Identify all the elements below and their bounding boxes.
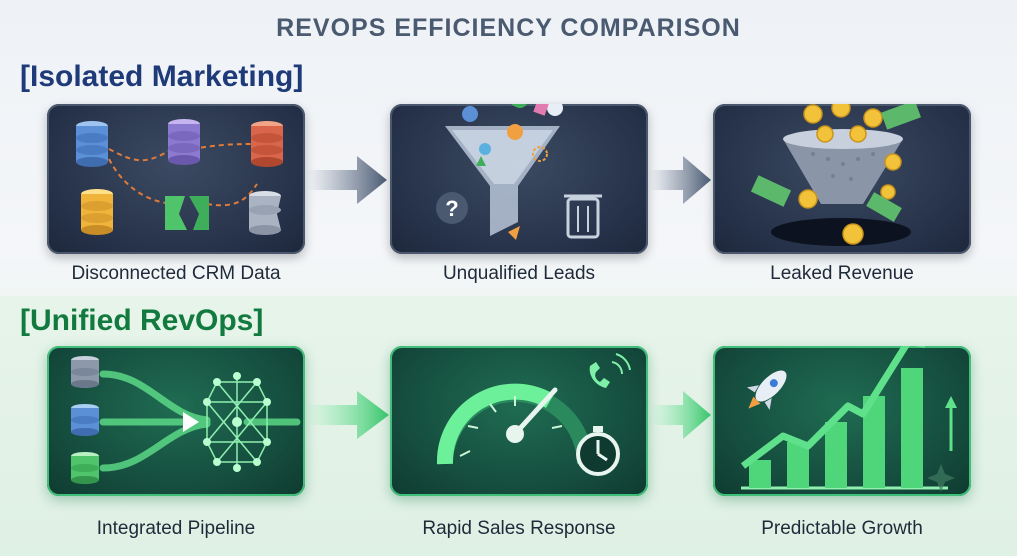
- integrated-pipeline-panel: [47, 346, 305, 496]
- isolated-section-label: [Isolated Marketing]: [20, 60, 304, 93]
- speedometer-icon: [436, 353, 631, 476]
- step-caption: Rapid Sales Response: [422, 518, 616, 539]
- unified-section-label: [Unified RevOps]: [20, 304, 264, 337]
- growth-chart-icon: [740, 346, 957, 492]
- network-pipeline-icon: [71, 356, 301, 484]
- leaking-money-funnel-icon: [750, 104, 921, 246]
- disconnected-database-icon: [76, 119, 283, 235]
- step-caption: Unqualified Leads: [442, 263, 596, 284]
- page-title: REVOPS EFFICIENCY COMPARISON: [276, 14, 741, 42]
- arrow-right-icon: [307, 156, 387, 204]
- rapid-sales-response-panel: [390, 346, 648, 496]
- predictable-growth-panel: [713, 346, 971, 496]
- lead-funnel-icon: ?: [436, 104, 602, 240]
- unqualified-leads-panel: ?: [390, 104, 648, 254]
- arrow-right-icon: [305, 391, 389, 439]
- step-caption: Integrated Pipeline: [96, 518, 256, 539]
- step-caption: Disconnected CRM Data: [71, 263, 281, 284]
- step-caption: Predictable Growth: [761, 518, 923, 539]
- arrow-right-icon: [649, 156, 711, 204]
- step-caption: Leaked Revenue: [770, 263, 914, 284]
- disconnected-crm-panel: [47, 104, 305, 254]
- leaked-revenue-panel: [713, 104, 971, 254]
- svg-text:?: ?: [445, 196, 458, 221]
- arrow-right-icon: [649, 391, 711, 439]
